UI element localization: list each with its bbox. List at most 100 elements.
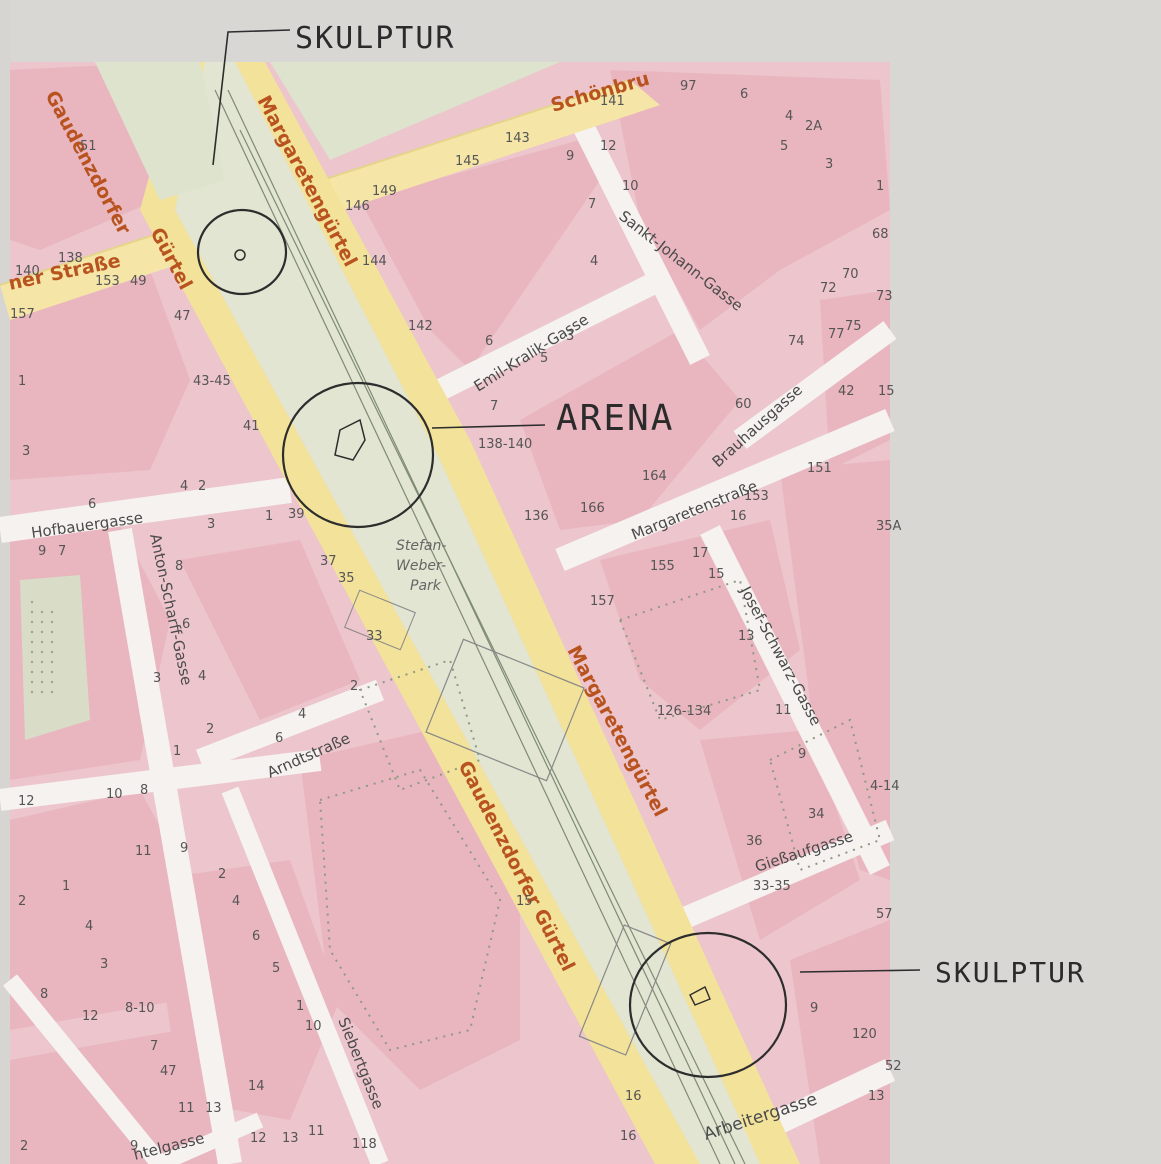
house-number: 12 xyxy=(600,139,617,154)
house-number: 6 xyxy=(88,497,96,512)
house-number: 1 xyxy=(296,999,304,1014)
circle-arena xyxy=(281,381,435,529)
house-number: 47 xyxy=(174,309,191,324)
house-number: 9 xyxy=(798,747,806,762)
house-number: 4 xyxy=(85,919,93,934)
house-number: 157 xyxy=(590,594,615,609)
house-number: 7 xyxy=(588,197,596,212)
house-number: 47 xyxy=(160,1064,177,1079)
house-number: 11 xyxy=(775,703,792,718)
annotation-arena: ARENA xyxy=(556,398,674,439)
house-number: 41 xyxy=(243,419,260,434)
house-number: 140 xyxy=(15,264,40,279)
house-number: 11 xyxy=(308,1124,325,1139)
house-number: 9 xyxy=(130,1139,138,1154)
park-label-line3: Park xyxy=(410,578,442,594)
house-number: 157 xyxy=(10,307,35,322)
house-number: 2A xyxy=(805,119,822,134)
house-number: 153 xyxy=(95,274,120,289)
house-number: 9 xyxy=(38,544,46,559)
house-number: 141 xyxy=(600,94,625,109)
house-number: 7 xyxy=(150,1039,158,1054)
house-number: 6 xyxy=(485,334,493,349)
house-number: 16 xyxy=(730,509,747,524)
house-number: 149 xyxy=(372,184,397,199)
leader-arena xyxy=(431,424,546,429)
house-number: 153 xyxy=(744,489,769,504)
leader-lines xyxy=(212,29,921,973)
house-number: 11 xyxy=(135,844,152,859)
house-number: 17 xyxy=(692,546,709,561)
house-number: 4 xyxy=(785,109,793,124)
house-number: 34 xyxy=(808,807,825,822)
house-number: 138 xyxy=(58,251,83,266)
house-number: 1 xyxy=(18,374,26,389)
house-number: 3 xyxy=(153,671,161,686)
house-number: 37 xyxy=(320,554,337,569)
house-number: 2 xyxy=(206,722,214,737)
streets xyxy=(0,115,897,1164)
house-number: 4 xyxy=(180,479,188,494)
house-number: 43-45 xyxy=(193,374,231,389)
house-number: 6 xyxy=(182,617,190,632)
house-number: 74 xyxy=(788,334,805,349)
house-number: 6 xyxy=(740,87,748,102)
house-number: 16 xyxy=(620,1129,637,1144)
house-number: 15 xyxy=(878,384,895,399)
house-number: 5 xyxy=(780,139,788,154)
house-number: 138-140 xyxy=(478,437,532,452)
house-number: 155 xyxy=(650,559,675,574)
house-number: 57 xyxy=(876,907,893,922)
house-number: 164 xyxy=(642,469,667,484)
circle-sculpture-bottom xyxy=(628,931,788,1079)
house-number: 1 xyxy=(173,744,181,759)
house-number: 33 xyxy=(366,629,383,644)
house-number: 39 xyxy=(288,507,305,522)
house-number: 8 xyxy=(175,559,183,574)
house-number: 15 xyxy=(516,894,533,909)
house-number: 1 xyxy=(265,509,273,524)
green-plaza xyxy=(95,62,225,200)
house-number: 136 xyxy=(524,509,549,524)
building-blocks xyxy=(10,62,890,1164)
house-number: 8 xyxy=(140,783,148,798)
hand-drawn-circles xyxy=(196,208,788,1079)
dotted-boundaries xyxy=(318,578,882,1052)
house-number: 4 xyxy=(298,707,306,722)
house-number: 5 xyxy=(272,961,280,976)
house-number: 12 xyxy=(250,1131,267,1146)
house-number: 72 xyxy=(820,281,837,296)
house-number: 52 xyxy=(885,1059,902,1074)
house-number: 3 xyxy=(22,444,30,459)
house-number: 13 xyxy=(738,629,755,644)
house-number: 3 xyxy=(207,517,215,532)
house-number: 13 xyxy=(868,1089,885,1104)
house-number: 6 xyxy=(252,929,260,944)
house-number: 146 xyxy=(345,199,370,214)
house-number: 1 xyxy=(876,179,884,194)
house-number: 49 xyxy=(130,274,147,289)
house-number: 75 xyxy=(845,319,862,334)
house-number: 42 xyxy=(838,384,855,399)
house-number: 33-35 xyxy=(753,879,791,894)
house-number: 11 xyxy=(178,1101,195,1116)
house-number: 4 xyxy=(198,669,206,684)
house-number: 2 xyxy=(20,1139,28,1154)
park-label-line2: Weber- xyxy=(396,558,446,574)
circle-sculpture-top xyxy=(196,208,288,296)
house-number: 166 xyxy=(580,501,605,516)
house-number: 77 xyxy=(828,327,845,342)
house-number: 6 xyxy=(275,731,283,746)
annotation-skulptur-top: SKULPTUR xyxy=(295,21,456,56)
house-number: 12 xyxy=(82,1009,99,1024)
annotation-skulptur-bottom: SKULPTUR xyxy=(935,956,1086,989)
house-number: 51 xyxy=(80,139,97,154)
house-number: 73 xyxy=(876,289,893,304)
house-number: 3 xyxy=(100,957,108,972)
house-number: 126-134 xyxy=(657,704,711,719)
green-area-top xyxy=(270,62,560,160)
house-number: 12 xyxy=(18,794,35,809)
